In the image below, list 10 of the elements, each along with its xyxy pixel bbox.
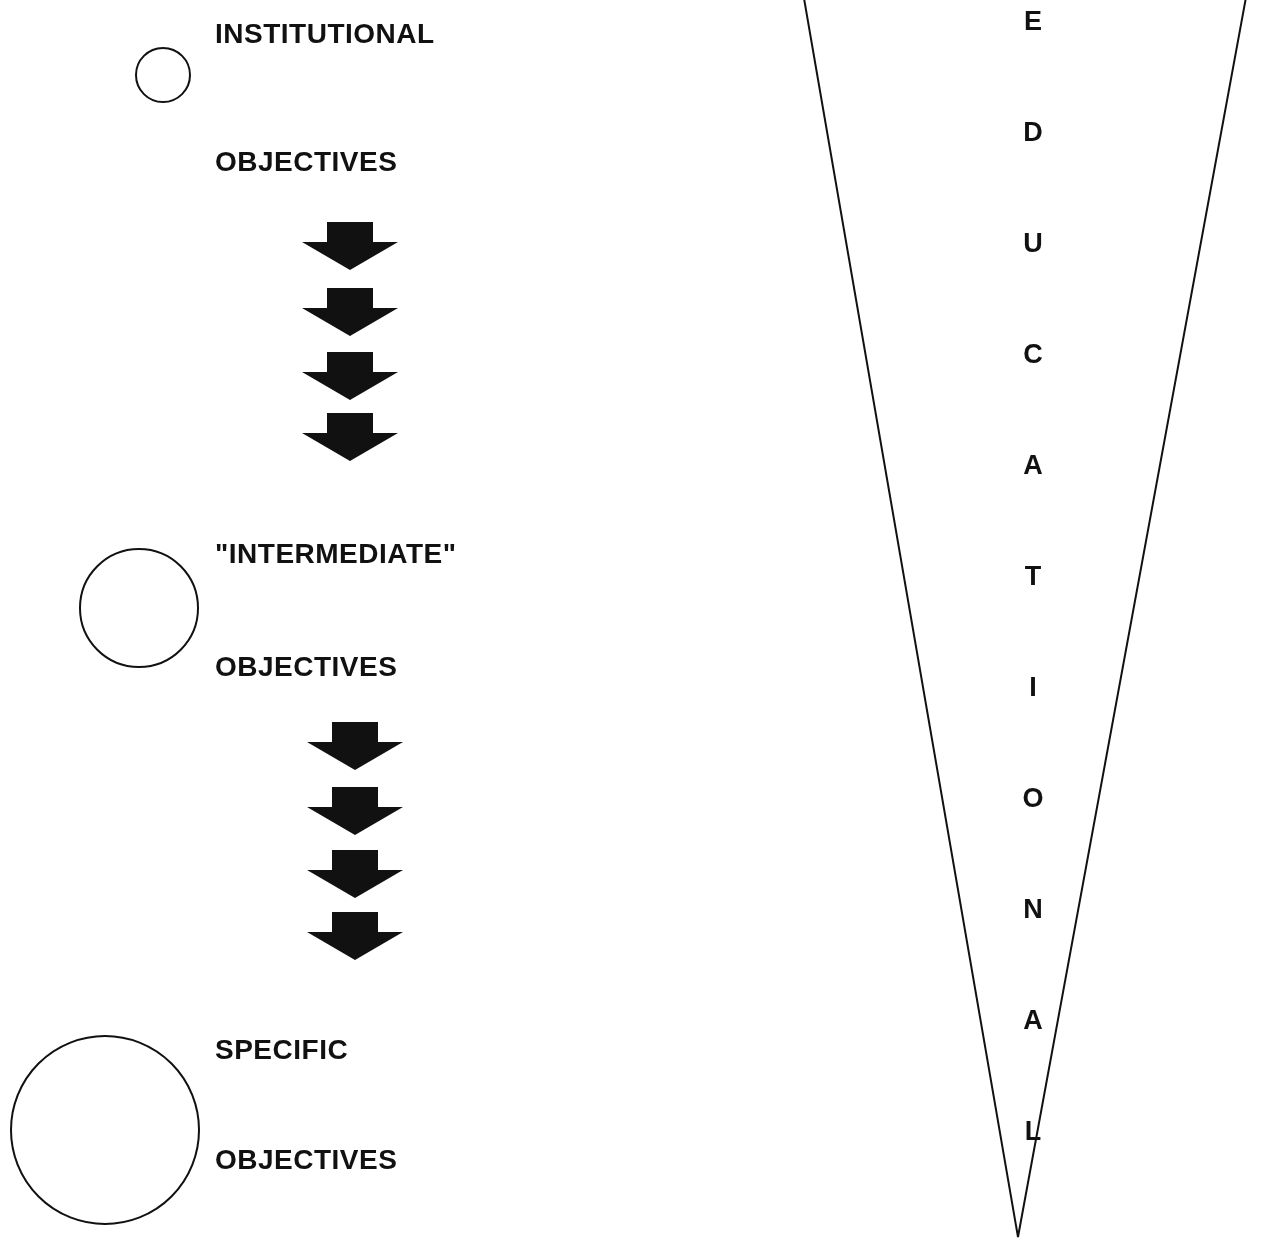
level-label: OBJECTIVES <box>215 653 398 681</box>
level-label: SPECIFIC <box>215 1036 349 1064</box>
vertical-label: EDUCATIONAL <box>1019 6 1046 1227</box>
level-label: OBJECTIVES <box>215 148 398 176</box>
level-label: INSTITUTIONAL <box>215 20 435 48</box>
circle <box>79 548 199 668</box>
circle <box>10 1035 200 1225</box>
circle <box>135 47 191 103</box>
level-label: OBJECTIVES <box>215 1146 398 1174</box>
level-label: "INTERMEDIATE" <box>215 540 457 568</box>
